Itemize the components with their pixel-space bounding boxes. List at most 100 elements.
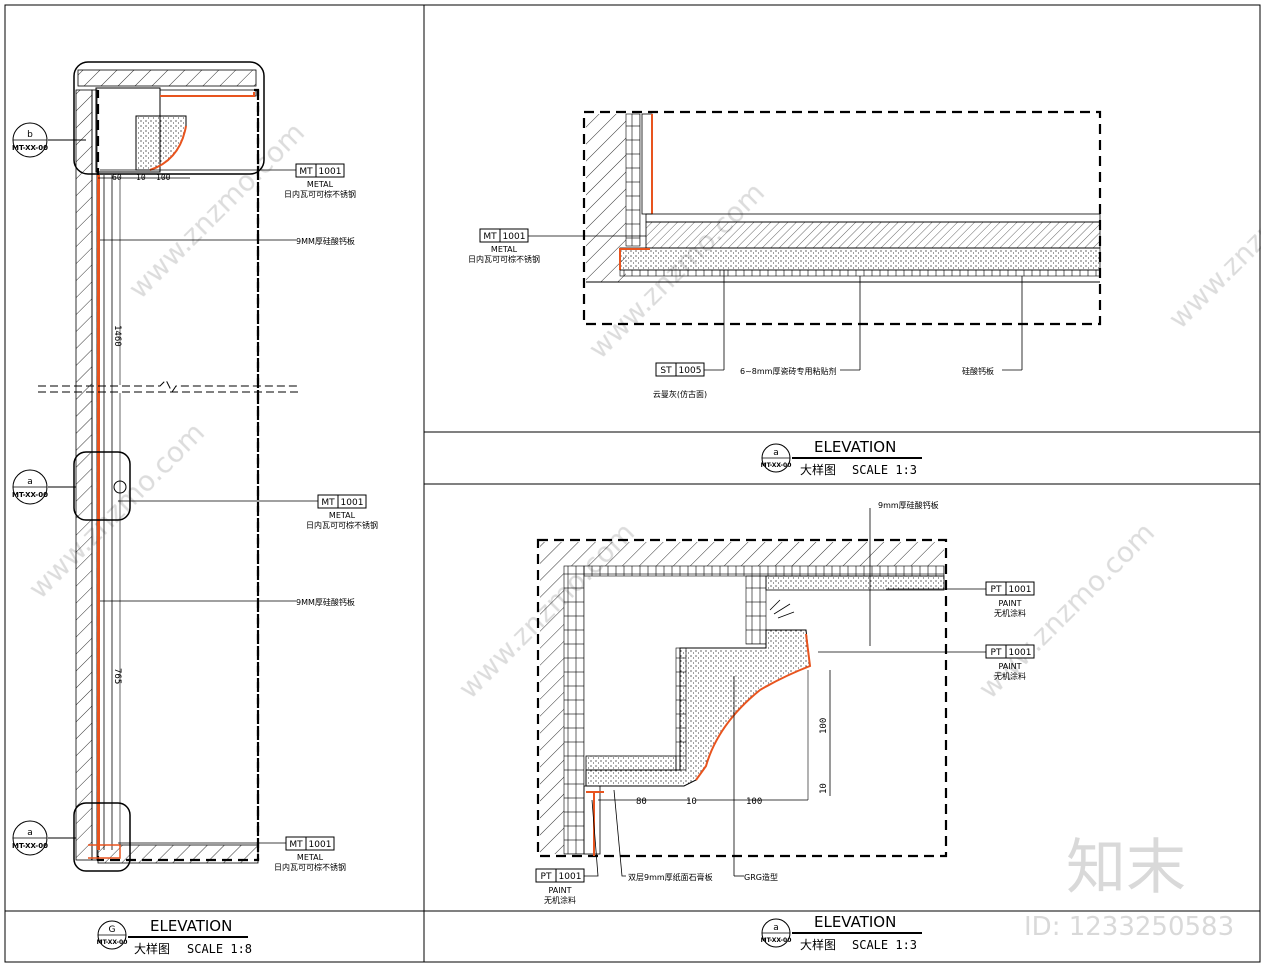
note-board-1: 9MM厚硅酸钙板 [100,236,355,246]
dim-100: 100 [156,173,171,182]
title-sub: 大样图 [134,941,170,956]
title-sub: 大样图 [800,462,836,477]
material-tag-mt-top: MT 1001 METAL 日内瓦可可棕不锈钢 [100,163,356,199]
sheet-frames [4,4,1261,963]
title-scale: SCALE 1:3 [852,463,917,477]
dim-100-h: 100 [746,797,762,807]
callout-a-bottom[interactable]: a MT-XX-00 [12,820,76,856]
note-text: 硅酸钙板 [962,366,994,376]
material-tag-mt-mid: MT 1001 METAL 日内瓦可可棕不锈钢 [118,494,378,530]
tag-num: 1001 [503,232,526,242]
brand-logo: 知末 [1066,833,1186,903]
dim-10: 10 [686,797,697,807]
tag-desc: 无机涂料 [994,671,1026,681]
tag-num: 1001 [1009,648,1032,658]
title-ref: MT-XX-00 [761,937,792,944]
bottom-note-gypsum: 双层9mm厚纸面石膏板 [613,789,713,882]
callout-b[interactable]: b MT-XX-00 [12,122,86,158]
title-ref: MT-XX-00 [97,939,128,946]
dim-80: 80 [636,797,647,807]
material-tag-mt-bottom: MT 1001 METAL 日内瓦可可棕不锈钢 [118,836,346,872]
tag-mat: PAINT [998,662,1021,671]
bottom-tag-pt-1: PT 1001 PAINT 无机涂料 [886,581,1035,618]
top-tag-mt: MT 1001 METAL 日内瓦可可棕不锈钢 [468,228,646,264]
tag-num: 1001 [341,498,364,508]
note-board-2: 9MM厚硅酸钙板 [100,597,355,607]
title-name: ELEVATION [814,438,896,456]
note-text: 9MM厚硅酸钙板 [296,597,355,607]
tag-desc: 无机涂料 [994,608,1026,618]
callout-a-mid[interactable]: a MT-XX-00 [12,469,76,505]
tag-desc: 无机涂料 [544,895,576,905]
callout-letter: a [27,828,33,838]
note-text: 双层9mm厚纸面石膏板 [628,872,713,882]
tag-num: 1001 [1009,585,1032,595]
tag-mat: METAL [491,245,518,254]
title-scale: SCALE 1:8 [187,942,252,956]
title-letter: G [109,925,116,935]
callout-letter: a [27,477,33,487]
bottom-tag-pt-2: PT 1001 PAINT 无机涂料 [818,644,1035,681]
title-letter: a [773,923,779,933]
tag-code: MT [299,167,313,177]
top-section-drawing [582,110,1102,326]
dim-10-v: 10 [819,783,829,794]
callout-ref: MT-XX-00 [12,842,48,850]
tag-num: 1005 [679,366,702,376]
bottom-tag-pt-3: PT 1001 PAINT 无机涂料 [535,799,599,905]
dim-100-v: 100 [819,718,829,734]
bottom-note-board: 9mm厚硅酸钙板 [869,500,939,646]
tag-code: PT [541,872,552,882]
title-block-bottom: a MT-XX-00 ELEVATION 大样图 SCALE 1:3 [761,913,922,952]
watermark-text: www.znzmo.com [22,416,211,605]
tag-desc: 云曼灰(仿古面) [653,389,707,399]
bottom-dimensions: 80 10 100 100 10 [598,670,831,807]
title-sub: 大样图 [800,937,836,952]
tag-code: PT [991,648,1002,658]
tag-num: 1001 [559,872,582,882]
title-name: ELEVATION [150,917,232,935]
callout-ref: MT-XX-00 [12,144,48,152]
tag-desc: 日内瓦可可棕不锈钢 [468,254,540,264]
dim-10: 10 [136,173,146,182]
tag-code: ST [660,366,672,376]
dim-1460: 1460 [112,325,122,347]
top-tag-st: ST 1005 云曼灰(仿古面) [653,270,725,399]
dim-60: 60 [112,173,122,182]
bottom-cornice-drawing [536,538,948,858]
brand-watermark: 知末 ID: 1233250583 [1024,833,1234,942]
tag-mat: METAL [297,853,324,862]
tag-desc: 日内瓦可可棕不锈钢 [274,862,346,872]
top-note-board: 硅酸钙板 [962,276,1023,376]
title-scale: SCALE 1:3 [852,938,917,952]
tag-mat: METAL [329,511,356,520]
note-text: 6~8mm厚瓷砖专用粘贴剂 [740,366,836,376]
tag-code: MT [321,498,335,508]
tag-mat: METAL [307,180,334,189]
title-block-top: a MT-XX-00 ELEVATION 大样图 SCALE 1:3 [761,438,922,477]
note-text: GRG造型 [744,872,778,882]
title-block-left: G MT-XX-00 ELEVATION 大样图 SCALE 1:8 [97,917,252,956]
watermark-layer: www.znzmo.com www.znzmo.com www.znzmo.co… [22,116,1261,705]
tag-code: MT [483,232,497,242]
left-elevation-drawing [38,61,300,872]
top-note-adhesive: 6~8mm厚瓷砖专用粘贴剂 [740,276,861,376]
left-dimensions: 60 10 100 1460 765 [98,173,190,845]
tag-desc: 日内瓦可可棕不锈钢 [306,520,378,530]
note-text: 9mm厚硅酸钙板 [878,500,939,510]
brand-id: ID: 1233250583 [1024,912,1234,942]
bottom-note-grg: GRG造型 [733,676,778,882]
title-letter: a [773,448,779,458]
callout-ref: MT-XX-00 [12,491,48,499]
tag-num: 1001 [309,840,332,850]
tag-code: PT [991,585,1002,595]
tag-mat: PAINT [548,886,571,895]
tag-mat: PAINT [998,599,1021,608]
tag-code: MT [289,840,303,850]
dim-765: 765 [112,668,122,684]
tag-desc: 日内瓦可可棕不锈钢 [284,189,356,199]
tag-num: 1001 [319,167,342,177]
title-name: ELEVATION [814,913,896,931]
title-ref: MT-XX-00 [761,462,792,469]
